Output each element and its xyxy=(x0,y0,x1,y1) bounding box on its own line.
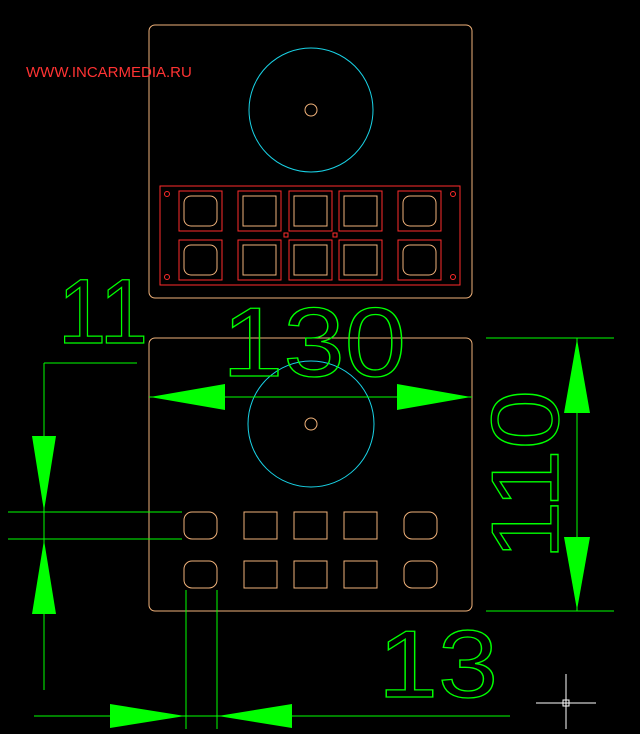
bottom-panel xyxy=(148,337,473,612)
pcb-mount-hole xyxy=(332,232,338,238)
button-width-dimension-label: 13 xyxy=(378,611,498,718)
button-gap-dimension-label: 11 xyxy=(58,261,148,363)
bottom-button-row-2 xyxy=(183,560,438,589)
top-knob-shaft xyxy=(304,103,318,117)
pcb-switch-row-1 xyxy=(178,190,442,232)
pcb-mount-hole xyxy=(164,274,170,280)
bottom-panel-outline xyxy=(148,337,473,612)
height-dimension-label: 110 xyxy=(472,390,579,560)
pcb-mount-hole xyxy=(450,191,456,197)
top-knob-circle xyxy=(248,47,374,173)
bottom-knob-circle xyxy=(247,360,375,488)
bottom-button-row-1 xyxy=(183,511,438,540)
top-panel-outline xyxy=(148,24,473,299)
crosshair-cursor-icon xyxy=(536,674,596,729)
pcb-mount-hole xyxy=(283,232,289,238)
pcb-mount-hole xyxy=(450,274,456,280)
dimension-labels: 130 11 110 13 xyxy=(57,260,579,718)
bottom-knob-shaft xyxy=(304,417,318,431)
pcb-mount-hole xyxy=(164,191,170,197)
dimension-arrows xyxy=(32,339,590,728)
width-dimension-label: 130 xyxy=(222,287,406,397)
pcb-switch-row-2 xyxy=(178,239,442,281)
watermark-text: WWW.INCARMEDIA.RU xyxy=(26,64,192,81)
pcb-board-outline xyxy=(159,185,461,286)
top-panel xyxy=(148,24,473,299)
